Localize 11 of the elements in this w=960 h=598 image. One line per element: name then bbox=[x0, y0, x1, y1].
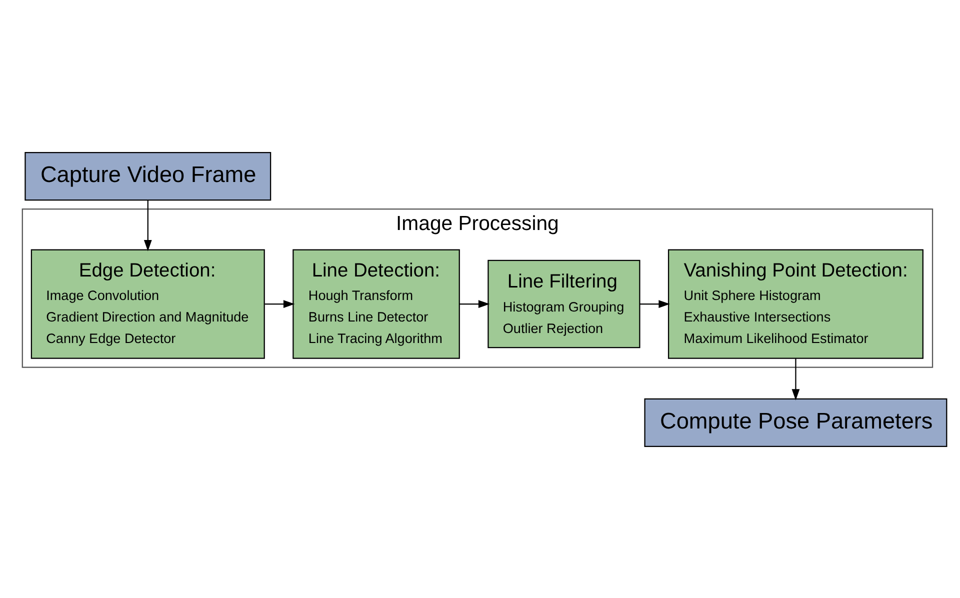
arrow bbox=[459, 300, 490, 308]
arrow bbox=[264, 300, 295, 308]
node-box: Compute Pose Parameters bbox=[644, 398, 948, 447]
node-box: Line Detection: Hough Transform Burns Line Detector Line Tracing Algorithm bbox=[292, 248, 460, 358]
node-box: Edge Detection: Image Convolution Gradient Direction and Magnitude Canny Edge Detector bbox=[30, 248, 265, 358]
arrow bbox=[640, 300, 670, 308]
node-box: Vanishing Point Detection: Unit Sphere Histogram Exhaustive Intersections Maximum Likelihood Estimator bbox=[668, 248, 924, 358]
node-box: Line Filtering Histogram Grouping Outlier Rejection bbox=[488, 259, 640, 348]
arrow bbox=[792, 358, 800, 400]
arrow bbox=[144, 200, 152, 251]
node-box: Capture Video Frame bbox=[24, 151, 272, 200]
